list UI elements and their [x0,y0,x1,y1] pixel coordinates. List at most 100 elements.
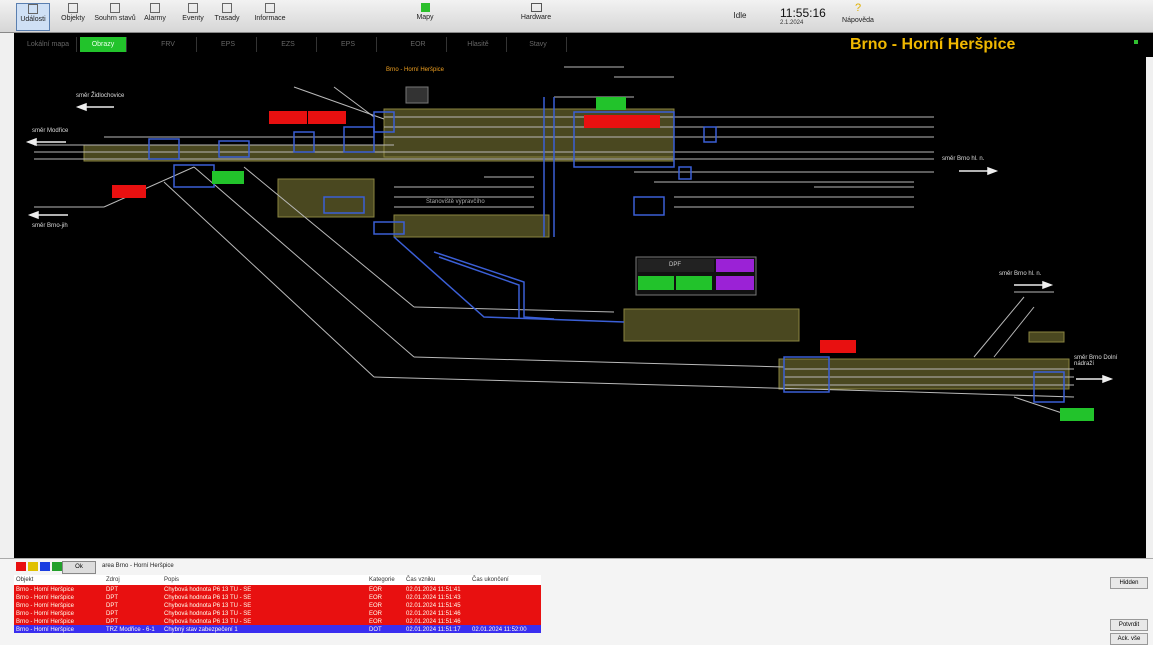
column-header[interactable]: Popis [164,577,180,583]
table-cell: Chybová hodnota P6 13 TU - SE [164,611,252,617]
help-icon: ? [854,2,862,14]
column-header[interactable]: Čas vzniku [406,577,436,583]
building-block [405,86,429,104]
table-row[interactable]: Brno - Horní Heršpice DPT Chybová hodnota … [14,609,541,617]
toolbar-button-4[interactable]: Eventy [178,3,208,29]
table-cell: DPT [106,603,118,609]
panel-green-2[interactable] [676,276,712,290]
panel-header: DPF [669,262,681,268]
tab-2[interactable]: FRV [140,37,197,52]
table-cell: EOR [369,587,383,593]
event-table-header: Objekt Zdroj Popis Kategorie Čas vzniku Čas u… [14,575,541,585]
direction-arrows [25,102,1114,384]
tab-0[interactable]: Lokální mapa [20,37,77,52]
toolbar-button-3[interactable]: Alarmy [140,3,170,29]
table-cell: Brno - Horní Heršpice [16,603,75,609]
ok-signal-2[interactable] [212,171,244,184]
column-header[interactable]: Kategorie [369,577,395,583]
ok-signal-1[interactable] [596,97,626,110]
table-row[interactable]: Brno - Horní Heršpice DPT Chybová hodnota … [14,601,541,609]
toolbar-button-1[interactable]: Objekty [56,3,90,29]
route-icon [222,3,232,13]
station-title: Brno - Horní Heršpice [850,36,1016,53]
table-cell: Brno - Horní Heršpice [16,587,75,593]
table-cell: DPT [106,611,118,617]
connection-indicator [1134,40,1138,44]
filter-blue[interactable] [40,562,50,571]
column-header[interactable]: Čas ukončení [472,577,509,583]
toolbar-button-label: Informace [254,15,286,22]
alarm-signal-6[interactable] [820,340,856,353]
toolbar-button-label: Eventy [182,15,204,22]
tab-8[interactable]: Stavy [510,37,567,52]
toolbar-button-0[interactable]: Události [16,3,50,31]
table-cell: 02.01.2024 11:51:17 [406,627,461,633]
alarm-signal-1[interactable] [269,111,307,124]
tab-3[interactable]: EPS [200,37,257,52]
table-cell: Chybová hodnota P6 13 TU - SE [164,619,252,625]
panel-purple-1[interactable] [716,259,754,272]
direction-label-brno-dolni: směr Brno Dolní nádraží [1074,355,1118,367]
ack-all-button[interactable]: Ack. vše [1110,633,1148,645]
hide-button[interactable]: Hidden [1110,577,1148,589]
help-button[interactable]: ? Nápověda [842,2,874,25]
maps-button[interactable]: Mapy [408,3,442,29]
filter-ok-button[interactable]: Ok [62,561,96,574]
toolbar-button-6[interactable]: Informace [248,3,292,29]
table-cell: Chybová hodnota P6 13 TU - SE [164,595,252,601]
toolbar-button-label: Alarmy [144,15,166,22]
panel-purple-2[interactable] [716,276,754,290]
tab-4[interactable]: EZS [260,37,317,52]
table-cell: 02.01.2024 11:51:43 [406,595,461,601]
tab-5[interactable]: EPS [320,37,377,52]
platform-shunting [393,214,550,238]
platform-east [778,358,1070,390]
toolbar-button-5[interactable]: Trasady [212,3,242,29]
tracks [34,66,1075,418]
table-cell: Brno - Horní Heršpice [16,595,75,601]
table-cell: TRZ Modřice - 6-1 [106,627,155,633]
tab-7[interactable]: Hlasitě [450,37,507,52]
table-row[interactable]: Brno - Horní Heršpice TRZ Modřice - 6-1 Ch… [14,625,541,633]
toolbar-button-label: Trasady [214,15,240,22]
column-header[interactable]: Zdroj [106,577,120,583]
table-cell: 02.01.2024 11:51:46 [406,619,461,625]
table-cell: Brno - Horní Heršpice [16,627,75,633]
table-cell: EOR [369,603,383,609]
panel-green-1[interactable] [638,276,674,290]
table-cell: Chybová hodnota P6 13 TU - SE [164,587,252,593]
isolated-sections [148,97,1065,403]
direction-label-modrice: směr Modřice [32,128,69,134]
toolbar-button-2[interactable]: Souhrn stavů [94,3,136,29]
table-cell: 02.01.2024 11:51:45 [406,603,461,609]
platform-south [623,308,800,342]
table-cell: Chybová hodnota P6 13 TU - SE [164,603,252,609]
hardware-button[interactable]: Hardware [516,3,556,29]
list-icon [28,4,38,14]
platform-areas [83,108,1070,390]
alarm-signal-4[interactable] [622,115,660,128]
column-header[interactable]: Objekt [16,577,34,583]
refresh-button[interactable]: Potvrdit [1110,619,1148,631]
tab-1[interactable]: Obrazy [80,37,127,52]
alarm-signal-5[interactable] [112,185,146,198]
station-subtitle: Brno - Horní Heršpice [386,67,445,73]
filter-yellow[interactable] [28,562,38,571]
direction-label-brno-hl-1: směr Brno hl. n. [942,156,985,162]
table-cell: 02.01.2024 11:52:00 [472,627,527,633]
toolbar-button-label: Události [20,16,46,23]
alarm-signal-3[interactable] [584,115,622,128]
table-cell: 02.01.2024 11:51:41 [406,587,461,593]
table-cell: Chybný stav zabezpečení 1 [164,627,238,633]
event-icon [188,3,198,13]
filter-red[interactable] [16,562,26,571]
table-cell: Brno - Horní Heršpice [16,611,75,617]
tab-6[interactable]: EOR [390,37,447,52]
ok-signal-3[interactable] [1060,408,1094,421]
table-cell: EOR [369,619,383,625]
alarm-signal-2[interactable] [308,111,346,124]
filter-green[interactable] [52,562,62,571]
